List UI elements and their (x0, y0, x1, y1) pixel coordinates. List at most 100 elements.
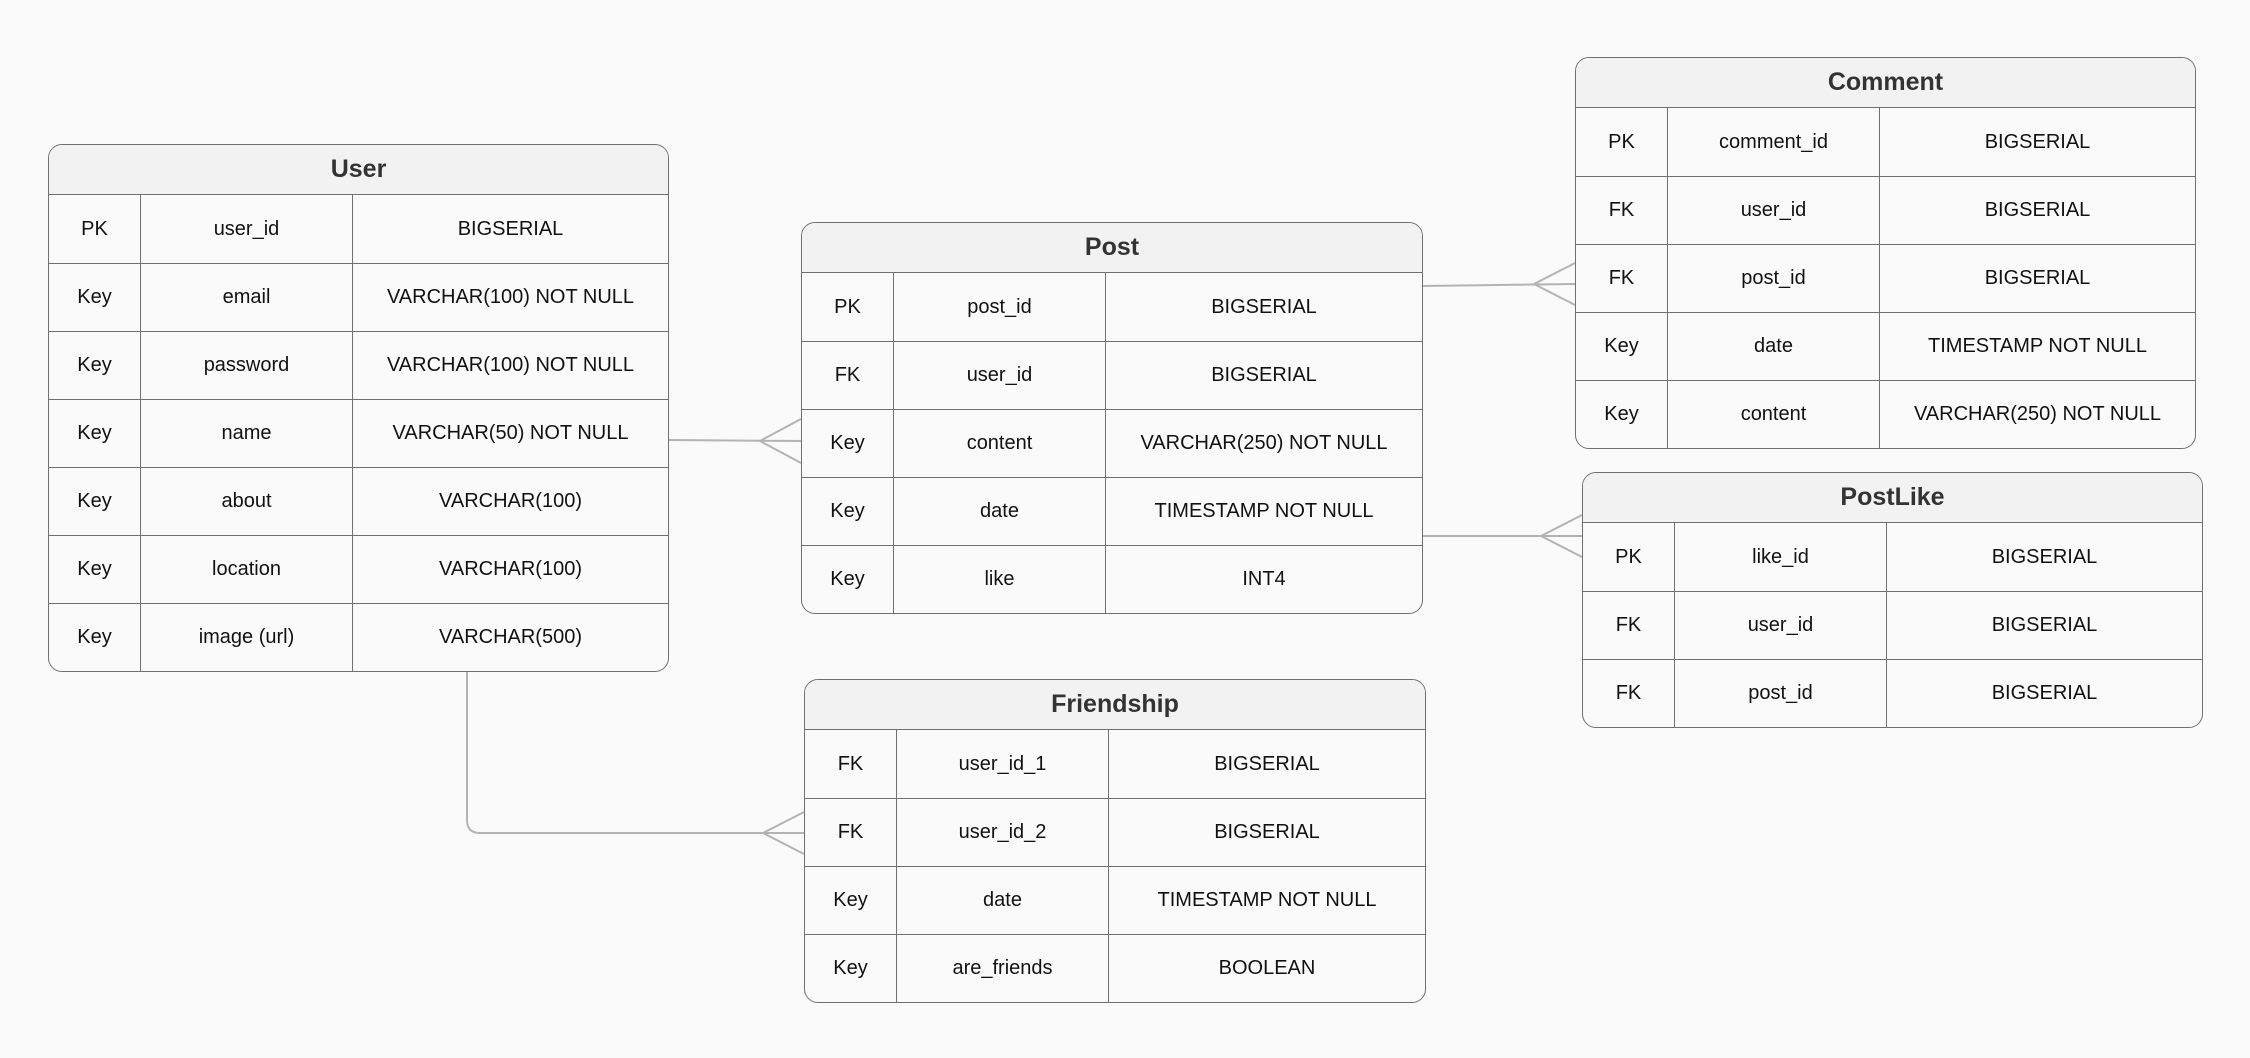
data-type-cell: VARCHAR(100) NOT NULL (386, 354, 635, 376)
column-name-cell: user_id (894, 342, 1106, 409)
data-type-cell: BIGSERIAL (1214, 821, 1320, 843)
key-type-cell: Key (802, 410, 894, 477)
key-type-cell: Key (49, 536, 141, 603)
data-type-cell: BOOLEAN (1218, 957, 1316, 979)
data-type-cell: BIGSERIAL (1991, 614, 2098, 636)
key-type-cell: FK (1583, 660, 1675, 727)
data-type-cell: TIMESTAMP NOT NULL (1157, 889, 1377, 911)
data-type-cell: VARCHAR(100) (439, 490, 582, 512)
column-name-cell: image (url) (141, 604, 353, 671)
key-type-cell: Key (805, 935, 897, 1002)
data-type-cell: BIGSERIAL (1991, 682, 2098, 704)
connector-post-comment (1422, 262, 1576, 306)
entity-title: Comment (1576, 58, 2195, 108)
column-name-cell: location (141, 536, 353, 603)
column-name-cell: post_id (1675, 660, 1887, 727)
key-type-cell: Key (805, 867, 897, 934)
column-name-cell: content (894, 410, 1106, 477)
key-type-cell: FK (1576, 177, 1668, 244)
data-type-cell: BIGSERIAL (1984, 267, 2091, 289)
column-name-cell: email (141, 264, 353, 331)
column-name-cell: post_id (1668, 245, 1880, 312)
key-type-cell: FK (802, 342, 894, 409)
data-type-cell: BIGSERIAL (1991, 545, 2098, 568)
data-type-cell: VARCHAR(50) NOT NULL (392, 422, 629, 444)
entity-title: Friendship (805, 680, 1425, 730)
connector-user-post (668, 418, 802, 464)
column-name-cell: date (897, 867, 1109, 934)
key-type-cell: Key (1576, 381, 1668, 448)
key-type-cell: Key (1576, 313, 1668, 380)
column-name-cell: user_id (141, 195, 353, 263)
column-name-cell: comment_id (1668, 108, 1880, 176)
column-name-cell: user_id_2 (897, 799, 1109, 866)
key-type-cell: PK (49, 195, 141, 263)
data-type-cell: VARCHAR(250) NOT NULL (1140, 432, 1388, 454)
key-type-cell: FK (805, 799, 897, 866)
column-name-cell: content (1668, 381, 1880, 448)
data-type-cell: VARCHAR(250) NOT NULL (1913, 403, 2162, 425)
key-type-cell: Key (49, 264, 141, 331)
column-name-cell: about (141, 468, 353, 535)
data-type-cell: INT4 (1242, 568, 1286, 590)
data-type-cell: BIGSERIAL (1211, 364, 1317, 386)
key-type-cell: Key (49, 400, 141, 467)
column-name-cell: are_friends (897, 935, 1109, 1002)
key-type-cell: Key (49, 604, 141, 671)
key-type-cell: FK (805, 730, 897, 798)
column-name-cell: user_id (1675, 592, 1887, 659)
column-name-cell: name (141, 400, 353, 467)
column-name-cell: date (1668, 313, 1880, 380)
data-type-cell: BIGSERIAL (1984, 199, 2091, 221)
data-type-cell: BIGSERIAL (1211, 295, 1317, 318)
key-type-cell: FK (1576, 245, 1668, 312)
entity-title: PostLike (1583, 473, 2202, 523)
connector-user-friendship (466, 672, 805, 855)
column-name-cell: like (894, 546, 1106, 613)
data-type-cell: VARCHAR(100) NOT NULL (386, 286, 635, 308)
data-type-cell: BIGSERIAL (1984, 130, 2091, 153)
key-type-cell: Key (49, 468, 141, 535)
key-type-cell: Key (802, 546, 894, 613)
key-type-cell: PK (1576, 108, 1668, 176)
data-type-cell: TIMESTAMP NOT NULL (1154, 500, 1374, 522)
key-type-cell: Key (802, 478, 894, 545)
column-name-cell: date (894, 478, 1106, 545)
data-type-cell: VARCHAR(500) (439, 626, 582, 648)
entity-title: User (49, 145, 668, 195)
column-name-cell: password (141, 332, 353, 399)
data-type-cell: BIGSERIAL (1214, 752, 1320, 775)
key-type-cell: FK (1583, 592, 1675, 659)
entity-title: Post (802, 223, 1422, 273)
column-name-cell: user_id_1 (897, 730, 1109, 798)
